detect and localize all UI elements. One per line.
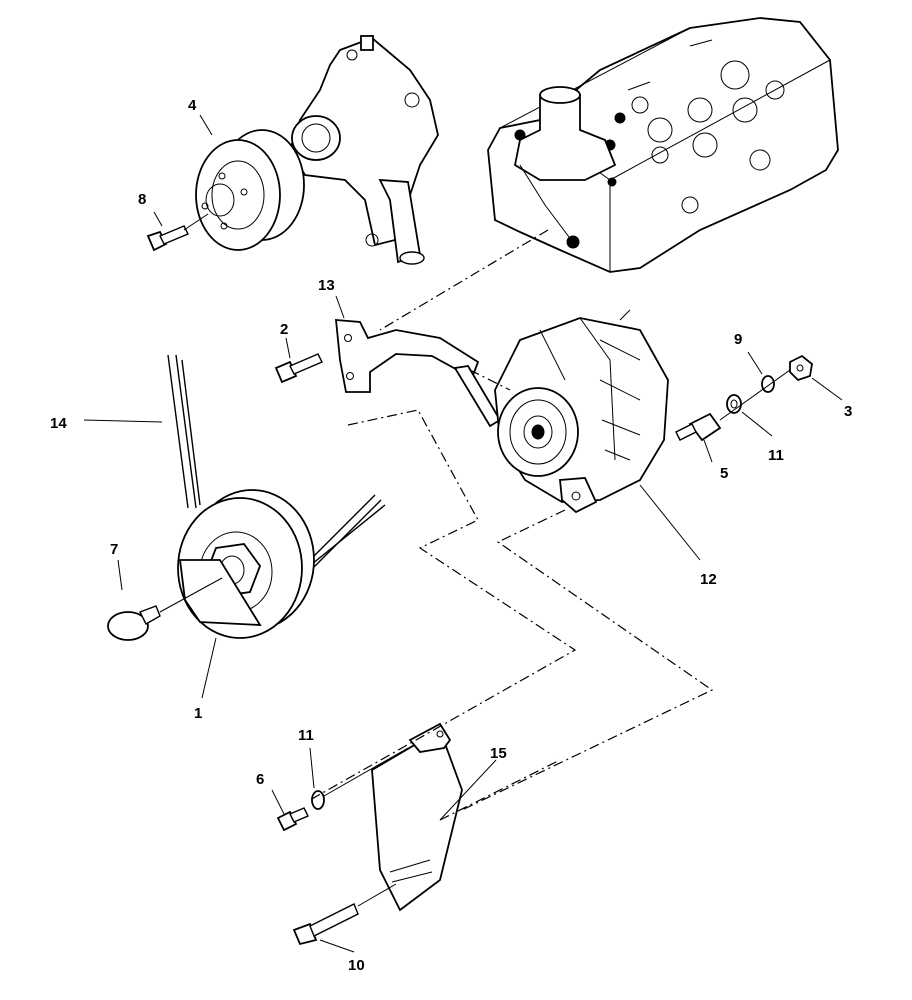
callout-5: 5 <box>720 465 728 482</box>
bolt-7 <box>107 577 223 641</box>
callout-4: 4 <box>188 97 197 114</box>
callout-8: 8 <box>138 191 146 208</box>
callout-3: 3 <box>844 403 852 420</box>
callout-6: 6 <box>256 771 264 788</box>
callout-1: 1 <box>194 705 202 722</box>
callout-13: 13 <box>318 277 335 294</box>
fan-pulley <box>195 129 305 251</box>
alternator <box>494 309 669 514</box>
callout-14: 14 <box>50 415 67 432</box>
lock-washer-9 <box>761 375 775 393</box>
callout-2: 2 <box>280 321 288 338</box>
belt-guard <box>371 722 463 912</box>
callout-11-bottom: 11 <box>298 727 314 744</box>
callout-12: 12 <box>700 571 717 588</box>
callouts: 1 2 3 4 5 6 7 8 9 10 11 11 12 13 14 15 <box>50 97 852 974</box>
washer-11-bottom <box>311 790 325 810</box>
nut-3 <box>789 354 813 382</box>
crank-pulley <box>177 489 315 639</box>
bolt-2 <box>274 353 323 384</box>
bolt-10 <box>292 883 397 946</box>
spacer-5 <box>675 412 722 442</box>
callout-7: 7 <box>110 541 118 558</box>
leader-lines <box>83 114 843 953</box>
callout-10: 10 <box>348 957 365 974</box>
thermostat-housing <box>513 86 617 246</box>
callout-15: 15 <box>490 745 507 762</box>
assembly-lines <box>309 229 714 821</box>
cylinder-head <box>487 17 839 273</box>
alternator-axis-line <box>719 369 791 421</box>
bolt-6 <box>276 747 409 832</box>
washer-11-right <box>726 394 742 414</box>
callout-11-right: 11 <box>768 447 784 464</box>
callout-9: 9 <box>734 331 742 348</box>
water-pump <box>289 35 439 265</box>
bolt-8 <box>146 213 209 252</box>
